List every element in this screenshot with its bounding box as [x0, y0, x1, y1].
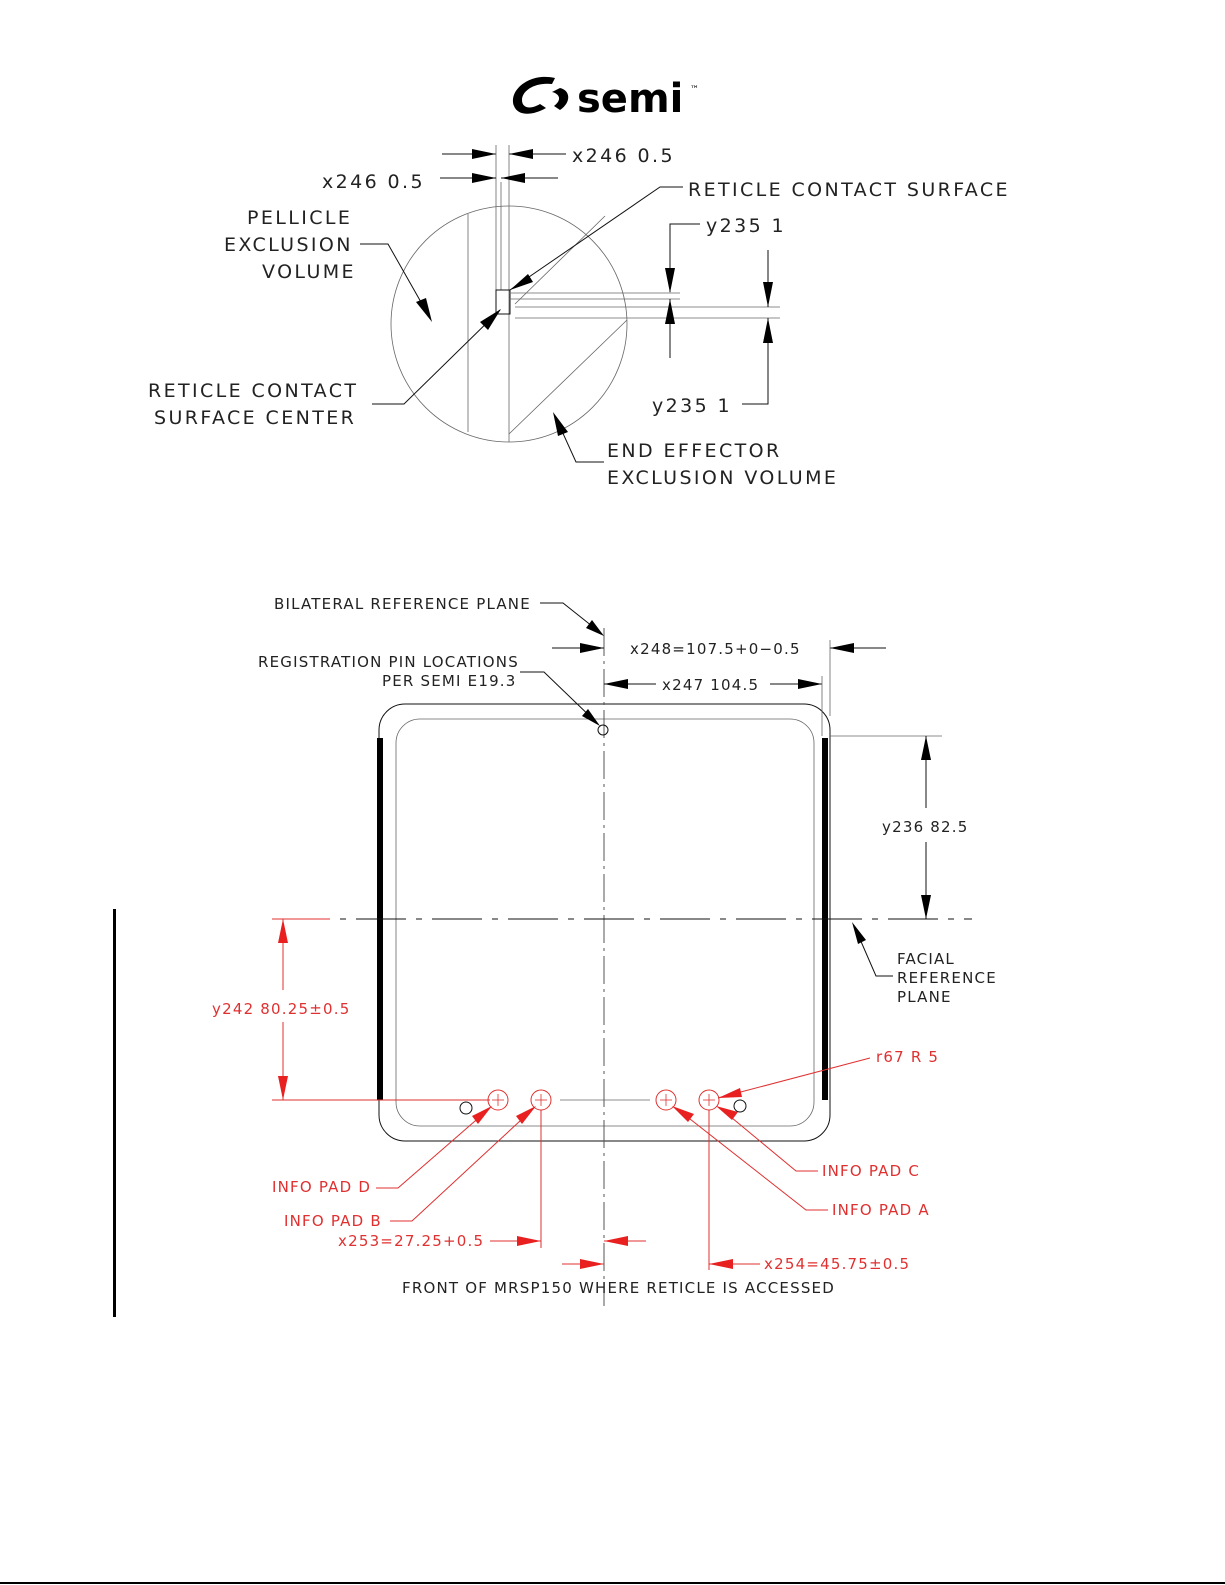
label-front-note: FRONT OF MRSP150 WHERE RETICLE IS ACCESS…: [402, 1279, 835, 1297]
dim-x248: x248=107.5+0−0.5: [630, 640, 801, 658]
dim-y242: y242 80.25±0.5: [212, 1000, 350, 1018]
semi-logo-text: semi: [577, 76, 683, 122]
label-facial-line3: PLANE: [897, 988, 952, 1006]
contact-surface-box: [495, 289, 511, 315]
label-end-effector-line1: END EFFECTOR: [607, 440, 782, 462]
dim-x246-left: x246 0.5: [322, 171, 425, 193]
dim-y236: y236 82.5: [882, 818, 968, 836]
dim-x246-top: x246 0.5: [572, 145, 675, 167]
registration-pin: [597, 724, 609, 736]
label-info-pad-b: INFO PAD B: [284, 1212, 382, 1230]
dim-y235-bottom: y235 1: [652, 395, 732, 417]
label-end-effector-line2: EXCLUSION VOLUME: [607, 467, 838, 489]
dim-x254: x254=45.75±0.5: [764, 1255, 910, 1273]
detail-view: x246 0.5 x246 0.5 RETICLE CONTACT SURFAC…: [148, 145, 1010, 489]
label-contact-center-line1: RETICLE CONTACT: [148, 380, 358, 402]
semi-logo-tm: ™: [690, 85, 699, 95]
pin-left: [459, 1101, 473, 1115]
end-effector-boundary: [508, 319, 628, 435]
semi-logo-mark: [513, 76, 569, 114]
label-facial-line2: REFERENCE: [897, 969, 997, 987]
label-registration-line1: REGISTRATION PIN LOCATIONS: [258, 653, 519, 671]
label-info-pad-d: INFO PAD D: [272, 1178, 371, 1196]
plan-view: BILATERAL REFERENCE PLANE REGISTRATION P…: [212, 595, 997, 1306]
revision-bar: [113, 909, 116, 1317]
pin-right: [733, 1099, 747, 1113]
info-pad-d-circle: [487, 1089, 509, 1111]
label-contact-center-line2: SURFACE CENTER: [154, 407, 356, 429]
label-pellicle-line1: PELLICLE: [247, 207, 352, 229]
carrier-inner-outline: [395, 718, 815, 1127]
dim-x253: x253=27.25+0.5: [338, 1232, 484, 1250]
semi-logo: semi ™: [513, 76, 699, 122]
label-registration-line2: PER SEMI E19.3: [382, 672, 517, 690]
label-info-pad-c: INFO PAD C: [822, 1162, 920, 1180]
label-pellicle-line2: EXCLUSION: [224, 234, 353, 256]
label-reticle-contact-surface: RETICLE CONTACT SURFACE: [688, 179, 1010, 201]
dim-x247: x247 104.5: [662, 676, 759, 694]
info-pad-a-circle: [655, 1089, 677, 1111]
dim-r67: r67 R 5: [876, 1048, 939, 1066]
dim-y235-top: y235 1: [706, 215, 786, 237]
label-pellicle-line3: VOLUME: [262, 261, 356, 283]
label-bilateral-reference-plane: BILATERAL REFERENCE PLANE: [274, 595, 531, 613]
label-info-pad-a: INFO PAD A: [832, 1201, 930, 1219]
label-facial-line1: FACIAL: [897, 950, 955, 968]
